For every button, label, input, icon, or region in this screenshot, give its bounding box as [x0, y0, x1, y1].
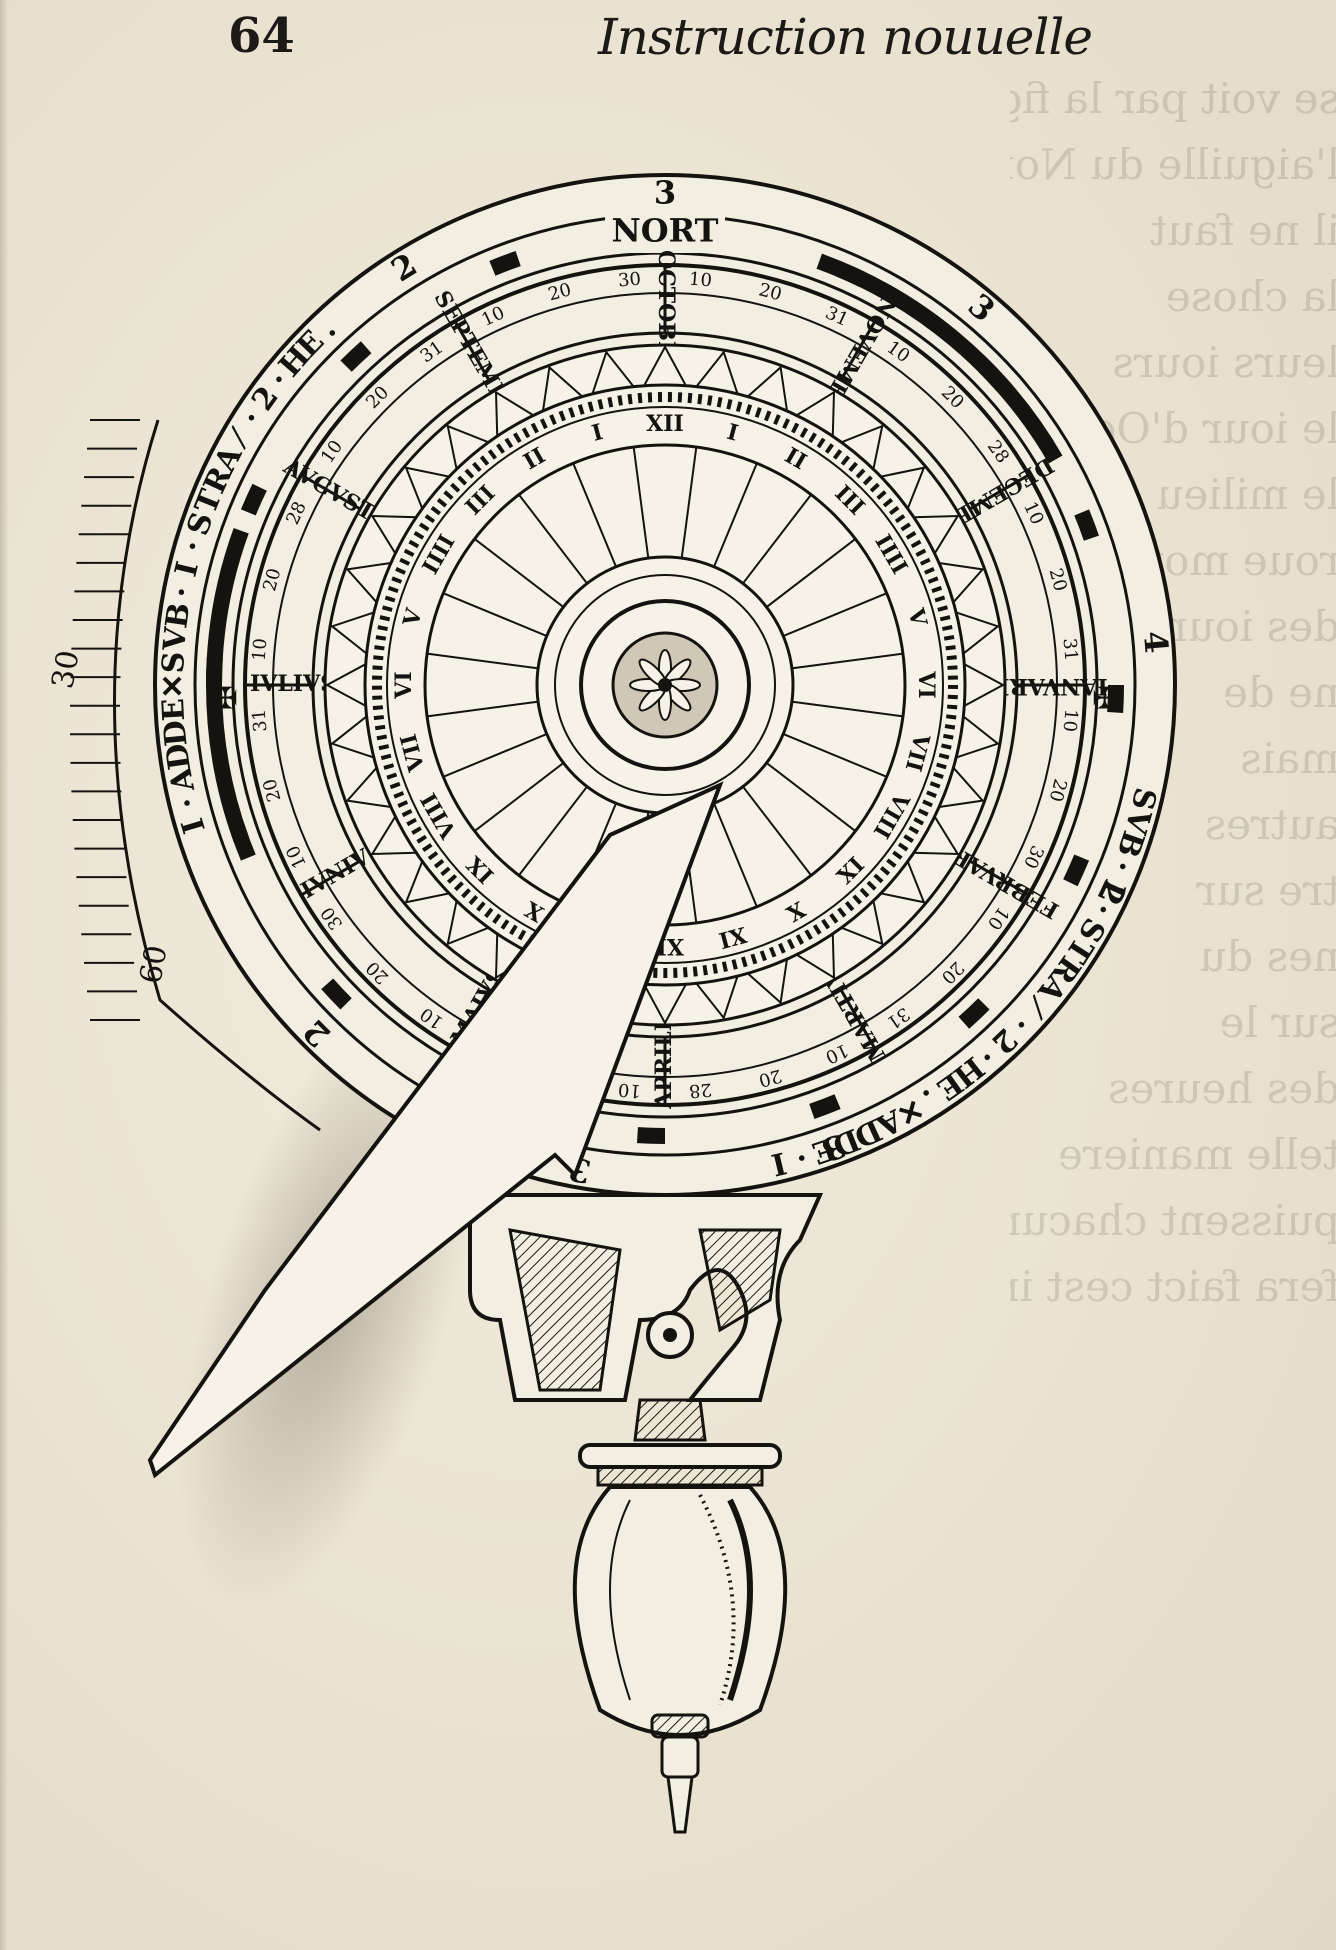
hour-numeral: VI [913, 670, 939, 698]
nort-label-bg [605, 213, 725, 253]
month-divider [839, 989, 877, 1050]
month-divider [300, 473, 361, 511]
month-day-number: 10 [1058, 708, 1081, 733]
nort-label: NORT [612, 212, 719, 250]
month-divider [839, 320, 877, 381]
outer-band-heavy [206, 528, 249, 842]
instrument-rings: I·ADDE✕SVB·I·STRA⁄·2·HE.SVB·I·STRA⁄·2·HE… [153, 173, 1177, 1197]
month-day-number: 28 [688, 1078, 713, 1101]
outer-numeral: 4 [1136, 629, 1176, 654]
hour-spoke [737, 493, 812, 591]
motto-upper-char: ✕ [156, 673, 191, 698]
altitude-scale: 30 60 [45, 419, 321, 1132]
hour-spoke [783, 652, 904, 671]
motto-upper-char: D [160, 741, 198, 772]
hour-spoke [709, 462, 758, 575]
motto-upper-char: E [156, 697, 192, 722]
month-name: IVLIVS [250, 671, 336, 697]
minute-ticks [372, 392, 958, 978]
hour-spoke [473, 757, 571, 832]
motto-upper-char: V [157, 625, 194, 653]
hour-spoke [426, 699, 547, 718]
hour-spoke [679, 446, 698, 567]
cross-mark: ✠ [213, 681, 238, 716]
hour-spoke [518, 779, 593, 877]
hour-ring-edge [386, 406, 944, 964]
cross-mark: ✠ [1092, 681, 1117, 716]
hour-spoke [473, 538, 571, 613]
month-day-number: 10 [617, 1078, 642, 1101]
pointer-arm [147, 781, 724, 1479]
outer-band-mark [240, 483, 267, 516]
outer-band-mark [809, 1094, 841, 1119]
hour-spoke [426, 652, 547, 671]
month-day-number: 30 [617, 269, 642, 292]
running-head: Instruction nouuelle [598, 8, 1093, 66]
month-day-number: 10 [688, 269, 713, 292]
hour-spoke [632, 446, 651, 567]
outer-numeral: 3 [654, 174, 676, 212]
motto-upper-char: S [156, 651, 192, 674]
month-divider [300, 859, 361, 897]
hour-numeral: VI [391, 671, 417, 699]
outer-band-mark [489, 251, 521, 276]
outer-band-mark [958, 998, 990, 1029]
month-day-number: 31 [249, 708, 272, 733]
month-day-number: 31 [1058, 637, 1081, 662]
hour-spoke [572, 462, 621, 575]
scale-label: 30 [45, 648, 86, 692]
hour-spoke [783, 699, 904, 718]
month-day-number: 10 [249, 637, 272, 662]
hour-spoke [737, 779, 812, 877]
hour-spoke [709, 795, 758, 908]
outer-band-mark [340, 341, 372, 372]
hour-spoke [442, 729, 555, 778]
hub-ring-inner [554, 574, 776, 796]
hour-numeral: XII [646, 411, 684, 437]
page-number: 64 [228, 8, 295, 64]
hour-spoke [759, 538, 857, 613]
hour-spoke [775, 592, 888, 641]
scale-label: 60 [133, 943, 174, 987]
month-divider [969, 473, 1030, 511]
rosette-center [658, 678, 672, 692]
motto-upper-char: B [159, 601, 197, 631]
outer-band-mark [1107, 684, 1125, 714]
hour-spoke [518, 493, 593, 591]
page-edge [0, 0, 8, 1950]
hour-spoke [442, 592, 555, 641]
motto-upper-char: D [157, 719, 194, 748]
outer-band-heavy [816, 253, 1063, 464]
hour-spoke [759, 757, 857, 832]
outer-band-mark [1063, 854, 1090, 887]
hour-spoke [775, 729, 888, 778]
outer-band-mark [321, 978, 352, 1010]
month-divider [453, 320, 491, 381]
outer-band-mark [636, 1127, 666, 1145]
outer-band-mark [1074, 509, 1099, 541]
month-divider [969, 859, 1030, 897]
instrument-handle [468, 1193, 824, 1834]
